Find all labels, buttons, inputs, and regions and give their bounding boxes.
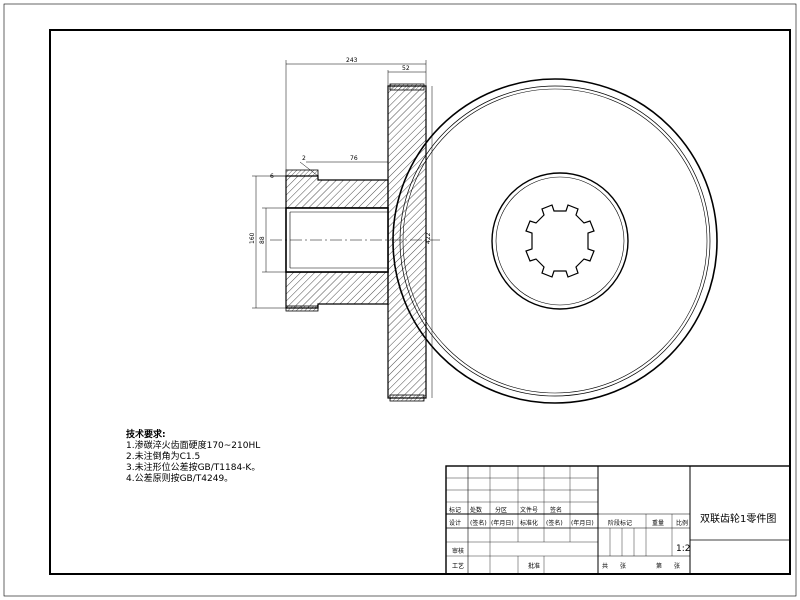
title-block: 标记 处数 分区 文件号 签名 设计 (签名) (年月日) 标准化 (签名) (… bbox=[445, 465, 791, 575]
tb-total: 共 bbox=[602, 562, 608, 570]
tb-approve: 批准 bbox=[528, 562, 540, 570]
flange-teeth-bottom bbox=[389, 394, 425, 402]
dim-hub-od-label: 160 bbox=[249, 232, 256, 244]
tb-sig2: (签名) bbox=[546, 519, 563, 527]
notes-heading: 技术要求: bbox=[126, 430, 166, 440]
tb-scale: 1:2 bbox=[676, 544, 690, 554]
tb-standard: 标准化 bbox=[520, 519, 538, 527]
tb-ratio: 比例 bbox=[676, 519, 688, 527]
tb-doc-no: 文件号 bbox=[520, 506, 538, 514]
tb-mark: 标记 bbox=[449, 506, 461, 514]
dim-chamfer-leader bbox=[299, 161, 319, 177]
tb-weight: 重量 bbox=[652, 519, 664, 527]
tb-review: 审核 bbox=[452, 547, 464, 555]
drawing-title: 双联齿轮1零件图 bbox=[700, 512, 776, 525]
gear-pitch-circle bbox=[399, 85, 711, 397]
tb-design: 设计 bbox=[449, 519, 461, 527]
dim-overall-label: 243 bbox=[346, 57, 358, 64]
spline-bore bbox=[525, 204, 595, 278]
section-view: 243 52 76 2 6 160 88 422 bbox=[249, 57, 440, 402]
sheet-border bbox=[3, 3, 797, 597]
tb-sheets: 张 bbox=[620, 562, 626, 570]
dim-flange-od-label: 422 bbox=[425, 232, 432, 244]
flange-teeth-top bbox=[389, 83, 425, 91]
hub-inner-circle bbox=[495, 176, 625, 306]
tb-count: 处数 bbox=[470, 506, 482, 514]
note-item-4: 4.公差原则按GB/T4249。 bbox=[126, 474, 234, 484]
note-item-2: 2.未注倒角为C1.5 bbox=[126, 452, 201, 462]
tb-sign: 签名 bbox=[550, 506, 562, 514]
hub-outer-circle bbox=[491, 172, 629, 310]
dim-chamfer-label: 2 bbox=[302, 155, 306, 162]
tb-sheet: 张 bbox=[674, 562, 680, 570]
tb-zone: 分区 bbox=[495, 506, 507, 514]
hub-upper-section bbox=[285, 175, 389, 209]
dim-hub-label: 76 bbox=[350, 155, 358, 162]
title-block-frame bbox=[445, 465, 791, 575]
gear-outer-circle bbox=[392, 78, 718, 404]
tb-process: 工艺 bbox=[452, 562, 464, 570]
front-view bbox=[392, 78, 718, 404]
tb-date1: (年月日) bbox=[491, 519, 514, 527]
tb-page: 第 bbox=[656, 562, 662, 570]
dim-bore-label: 88 bbox=[259, 236, 266, 244]
dim-flange-label: 52 bbox=[402, 65, 410, 72]
tb-date2: (年月日) bbox=[571, 519, 594, 527]
hub-teeth-top bbox=[285, 169, 319, 177]
hub-lower-section bbox=[285, 271, 389, 309]
tb-sig1: (签名) bbox=[470, 519, 487, 527]
note-item-1: 1.渗碳淬火齿面硬度170~210HL bbox=[126, 441, 261, 451]
tb-stage-mark: 阶段标记 bbox=[608, 519, 632, 527]
flange-section bbox=[387, 85, 427, 399]
technical-requirements: 技术要求: 1.渗碳淬火齿面硬度170~210HL 2.未注倒角为C1.5 3.… bbox=[126, 430, 260, 485]
drawing-frame bbox=[49, 29, 791, 575]
hub-teeth-bottom bbox=[285, 305, 319, 312]
dim-step-label: 6 bbox=[270, 173, 274, 180]
note-item-3: 3.未注形位公差按GB/T1184-K。 bbox=[126, 463, 261, 473]
gear-root-circle bbox=[402, 88, 708, 394]
